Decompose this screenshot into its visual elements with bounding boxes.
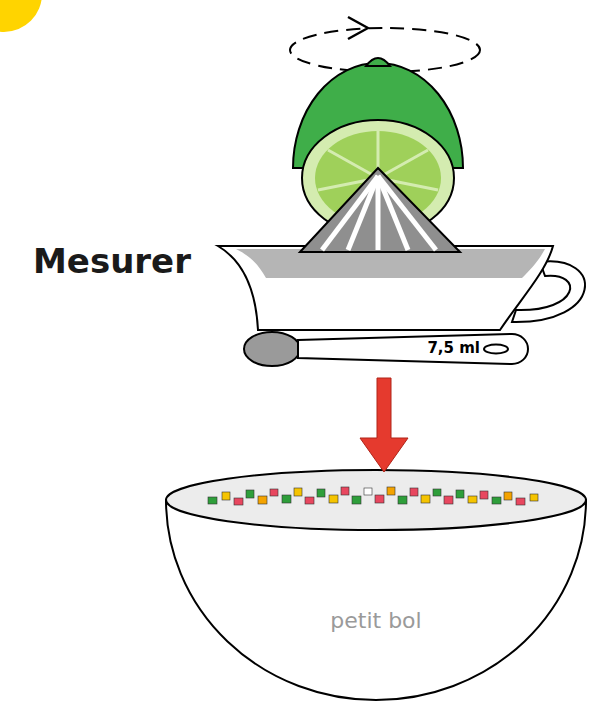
rotation-path xyxy=(290,28,480,72)
measuring-spoon: 7,5 ml xyxy=(300,336,482,362)
salsa-pieces xyxy=(208,487,538,505)
rotation-arrowhead xyxy=(348,17,368,39)
juicer-inside xyxy=(236,249,545,278)
juicer-cup xyxy=(218,246,553,330)
step-label: Mesurer xyxy=(33,241,191,281)
flow-arrow xyxy=(360,378,408,472)
reamer xyxy=(300,168,460,252)
reamer-ridges xyxy=(322,176,436,250)
step-badge xyxy=(0,0,42,32)
lime-tip xyxy=(366,58,390,66)
bowl-rim xyxy=(166,470,586,530)
spoon-bowl xyxy=(244,332,300,366)
node-text: 7,5 ml xyxy=(300,339,480,357)
spoon-hole xyxy=(484,345,508,354)
node-text: petit bol xyxy=(166,608,586,633)
bowl: petit bol xyxy=(166,478,586,703)
spoon-handle xyxy=(298,334,528,364)
